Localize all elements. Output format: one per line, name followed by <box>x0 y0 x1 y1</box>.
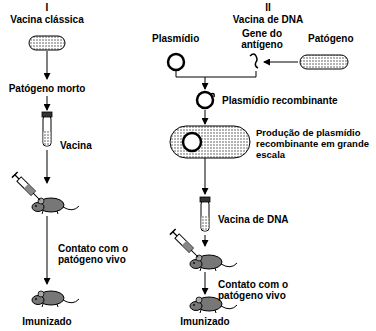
step-label: Vacina de DNA <box>218 214 289 225</box>
result-label: Imunizado <box>180 316 229 327</box>
result-label: Imunizado <box>22 316 71 327</box>
step-label: Plasmídio recombinante <box>222 95 338 106</box>
step-label: Contato com o patógeno vivo <box>58 243 138 265</box>
part-label: Gene do antígeno <box>236 28 288 50</box>
column-title: Vacina de DNA <box>233 14 304 25</box>
column-title: Vacina clássica <box>10 14 83 25</box>
step-label: Patógeno morto <box>9 83 86 94</box>
step-label: Vacina <box>60 140 92 151</box>
step-label: Contato com o patógeno vivo <box>218 279 298 301</box>
part-label: Plasmídio <box>152 33 199 44</box>
part-label: Patógeno <box>308 33 354 44</box>
column-number: I <box>46 2 49 13</box>
column-number: II <box>265 2 271 13</box>
step-label: Produção de plasmídio recombinante em gr… <box>256 127 372 160</box>
